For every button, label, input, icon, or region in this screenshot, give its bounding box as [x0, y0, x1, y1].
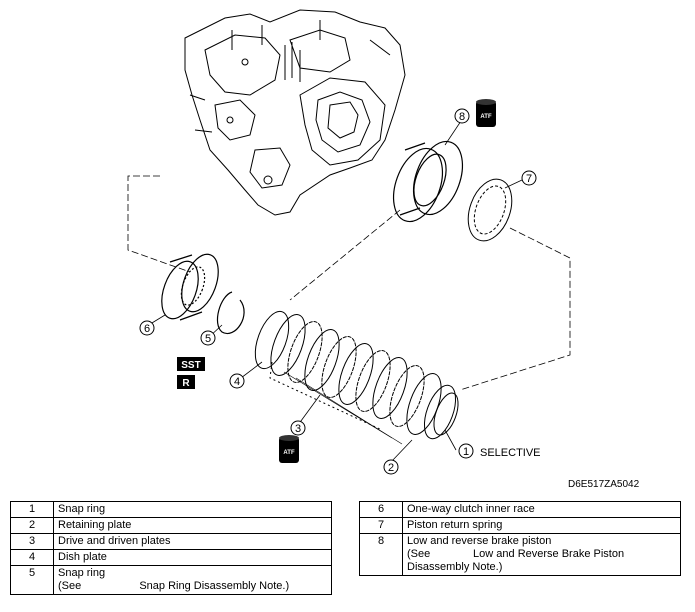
part-name: Piston return spring — [402, 517, 681, 534]
r-badge: R — [177, 375, 195, 389]
atf-badge-bottom: ATF — [279, 435, 299, 463]
callout-4: 4 — [234, 376, 240, 388]
callout-6: 6 — [144, 323, 150, 335]
callout-circles — [139, 108, 537, 475]
part-name: Drive and driven plates — [53, 533, 332, 550]
selective-label: SELECTIVE — [480, 447, 541, 459]
part-number: 4 — [10, 549, 54, 566]
table-row: 2 Retaining plate — [10, 517, 332, 534]
part-name-with-note: Snap ring (See Snap Ring Disassembly Not… — [53, 565, 332, 595]
callout-7: 7 — [526, 173, 532, 185]
part-name: Snap ring — [58, 567, 106, 579]
part-number: 1 — [10, 501, 54, 518]
svg-text:R: R — [182, 378, 190, 389]
parts-table-left: 1 Snap ring 2 Retaining plate 3 Drive an… — [10, 501, 332, 595]
part-name: Retaining plate — [53, 517, 332, 534]
leader-lines — [146, 117, 523, 463]
table-row: 5 Snap ring (See Snap Ring Disassembly N… — [10, 565, 332, 595]
guide-lines — [127, 175, 571, 391]
part-number: 3 — [10, 533, 54, 550]
parts-table-right: 6 One-way clutch inner race 7 Piston ret… — [359, 501, 681, 576]
transaxle-case — [184, 9, 406, 216]
table-row: 3 Drive and driven plates — [10, 533, 332, 550]
figure-id: D6E517ZA5042 — [568, 479, 640, 490]
table-row: 4 Dish plate — [10, 549, 332, 566]
part-number: 5 — [10, 565, 54, 595]
part-name: Dish plate — [53, 549, 332, 566]
table-row: 6 One-way clutch inner race — [359, 501, 681, 518]
svg-text:ATF: ATF — [480, 114, 492, 120]
clutch-plate-pack — [254, 310, 459, 445]
sst-badge: SST — [177, 357, 205, 371]
callout-2: 2 — [388, 462, 394, 474]
table-row: 1 Snap ring — [10, 501, 332, 518]
part-number: 6 — [359, 501, 403, 518]
exploded-view-diagram: 1 2 3 4 5 6 7 8 SELECTIVE ATF ATF SST R — [127, 9, 571, 475]
note-link[interactable]: Snap Ring Disassembly Note.) — [139, 580, 290, 592]
disassembly-note: (See Snap Ring Disassembly Note.) — [58, 580, 327, 593]
piston-return-spring — [467, 178, 513, 242]
table-row: 8 Low and reverse brake piston (See Low … — [359, 533, 681, 576]
callout-5: 5 — [205, 333, 211, 345]
part-name-with-note: Low and reverse brake piston (See Low an… — [402, 533, 681, 576]
svg-text:ATF: ATF — [283, 450, 295, 456]
part-number: 8 — [359, 533, 403, 576]
disassembly-note: (See Low and Reverse Brake Piston — [407, 548, 676, 561]
one-way-clutch-inner-race — [161, 253, 219, 321]
part-name: Snap ring — [53, 501, 332, 518]
note-prefix: (See — [407, 548, 431, 560]
svg-text:SST: SST — [181, 360, 200, 371]
low-reverse-brake-piston — [392, 140, 464, 223]
callout-8: 8 — [459, 111, 465, 123]
note-link[interactable]: Low and Reverse Brake Piston — [473, 548, 625, 560]
part-name: One-way clutch inner race — [402, 501, 681, 518]
snap-ring-5 — [217, 291, 245, 335]
note-prefix: (See — [58, 580, 82, 592]
part-number: 7 — [359, 517, 403, 534]
part-name: Low and reverse brake piston — [407, 535, 552, 547]
table-row: 7 Piston return spring — [359, 517, 681, 534]
callout-1: 1 — [463, 446, 469, 458]
callout-3: 3 — [295, 423, 301, 435]
part-number: 2 — [10, 517, 54, 534]
note-continuation: Disassembly Note.) — [407, 561, 503, 573]
atf-badge-top: ATF — [476, 99, 496, 127]
